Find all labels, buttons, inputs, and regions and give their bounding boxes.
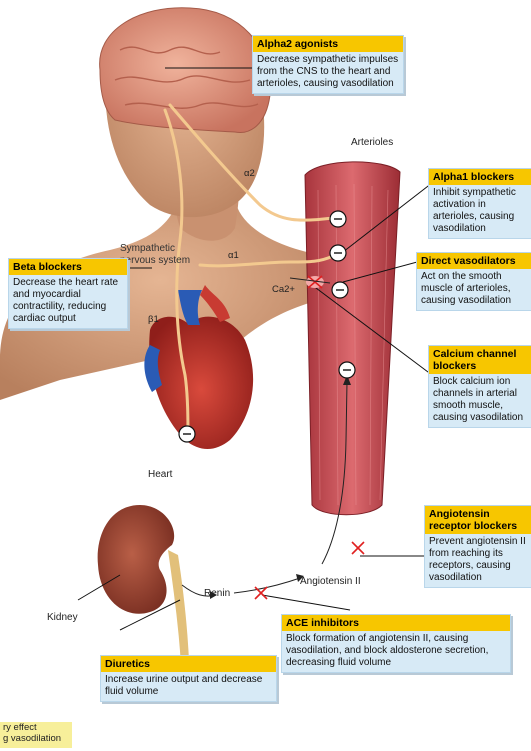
arterioles-label: Arterioles — [351, 137, 393, 149]
block-cross-arb — [352, 542, 364, 554]
diuretics-box: Diuretics Increase urine output and decr… — [100, 655, 277, 702]
calcium-channel-blockers-title: Calcium channel blockers — [429, 346, 531, 374]
alpha1-blockers-box: Alpha1 blockers Inhibit sympathetic acti… — [428, 168, 531, 239]
alpha2-agonists-box: Alpha2 agonists Decrease sympathetic imp… — [252, 35, 404, 94]
ace-inhibitors-box: ACE inhibitors Block formation of angiot… — [281, 614, 511, 673]
kidney-label: Kidney — [47, 612, 78, 624]
alpha1-blockers-title: Alpha1 blockers — [429, 169, 531, 185]
calcium-ion-label: Ca2+ — [272, 284, 295, 296]
arteriole-vessel — [305, 162, 400, 515]
angiotensin-receptor-blockers-title: Angiotensin receptor blockers — [425, 506, 531, 534]
alpha2-agonists-text: Decrease sympathetic impulses from the C… — [253, 52, 403, 93]
alpha2-label: α2 — [244, 168, 255, 180]
calcium-channel-blockers-text: Block calcium ion channels in arterial s… — [429, 374, 531, 427]
diuretics-text: Increase urine output and decrease fluid… — [101, 672, 276, 701]
inhibit-symbol — [179, 426, 195, 442]
angiotensin-receptor-blockers-text: Prevent angiotensin II from reaching its… — [425, 534, 531, 587]
angiotensin-label: Angiotensin II — [300, 576, 361, 588]
alpha2-agonists-title: Alpha2 agonists — [253, 36, 403, 52]
diuretics-title: Diuretics — [101, 656, 276, 672]
legend-line-2: g vasodilation — [0, 733, 72, 744]
ace-inhibitors-text: Block formation of angiotensin II, causi… — [282, 631, 510, 672]
inhibit-symbol — [339, 362, 355, 378]
beta-blockers-text: Decrease the heart rate and myocardial c… — [9, 275, 127, 328]
inhibit-symbol — [330, 211, 346, 227]
beta-blockers-title: Beta blockers — [9, 259, 127, 275]
heart-label: Heart — [148, 469, 172, 481]
alpha1-blockers-text: Inhibit sympathetic activation in arteri… — [429, 185, 531, 238]
ace-inhibitors-title: ACE inhibitors — [282, 615, 510, 631]
legend-line-1: ry effect — [0, 722, 72, 733]
angiotensin-receptor-blockers-box: Angiotensin receptor blockers Prevent an… — [424, 505, 531, 588]
direct-vasodilators-text: Act on the smooth muscle of arterioles, … — [417, 269, 531, 310]
renin-label: Renin — [204, 588, 230, 600]
beta-blockers-box: Beta blockers Decrease the heart rate an… — [8, 258, 128, 329]
beta1-label: β1 — [148, 314, 159, 326]
inhibit-symbol — [330, 245, 346, 261]
sympathetic-label: Sympathetic nervous system — [120, 243, 210, 267]
direct-vasodilators-title: Direct vasodilators — [417, 253, 531, 269]
alpha1-label: α1 — [228, 250, 239, 262]
inhibit-symbol — [332, 282, 348, 298]
direct-vasodilators-box: Direct vasodilators Act on the smooth mu… — [416, 252, 531, 311]
legend-box: ry effect g vasodilation — [0, 722, 72, 748]
calcium-channel-blockers-box: Calcium channel blockers Block calcium i… — [428, 345, 531, 428]
